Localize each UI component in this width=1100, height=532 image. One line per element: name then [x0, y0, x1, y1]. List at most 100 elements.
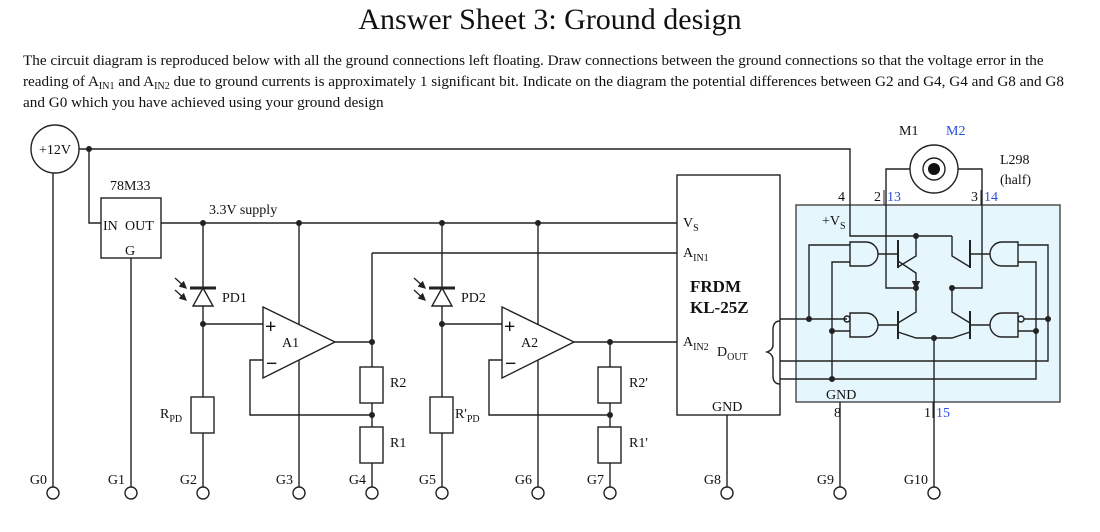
pin-14: 14 — [984, 190, 998, 205]
ground-terminal-circle[interactable] — [124, 486, 138, 500]
pin-15: 15 — [936, 406, 950, 421]
a1-plus: + — [265, 316, 276, 338]
instructions-part2: and A — [114, 73, 155, 90]
r1-prime-label: R1' — [629, 436, 648, 451]
pin-1: 1 — [924, 406, 931, 421]
resistor-r2-prime: R2' — [597, 366, 648, 404]
regulator-g-label: G — [125, 244, 135, 259]
ground-terminal-g0[interactable]: G0 — [30, 473, 60, 500]
ground-label: G7 — [587, 473, 604, 488]
ain1-subscript: IN1 — [98, 81, 115, 92]
resistor-r1: R1 — [359, 426, 406, 464]
mcu-dout-label: DOUT — [717, 345, 748, 363]
a2-plus: + — [504, 316, 515, 338]
ground-terminal-circle[interactable] — [720, 486, 734, 500]
ground-terminal-circle[interactable] — [435, 486, 449, 500]
l298-gnd-label: GND — [826, 388, 856, 403]
regulator-in-label: IN — [103, 219, 118, 234]
resistor-rpd: RPD — [160, 396, 215, 434]
resistor-r1-prime: R1' — [597, 426, 648, 464]
pin-4: 4 — [838, 190, 845, 205]
resistor-r2: R2 — [359, 366, 406, 404]
r2-label: R2 — [390, 376, 406, 391]
ground-terminals: G0 G1 G2 G3 G4 G5 G6 G7 G8 G9 G10 — [30, 473, 941, 500]
motor-m2-label: M2 — [946, 124, 965, 139]
ground-label: G2 — [180, 473, 197, 488]
regulator-78m33: 78M33 IN OUT G — [100, 179, 162, 259]
instructions-part1: The circuit diagram is reproduced below … — [23, 52, 1044, 90]
ground-terminal-g10[interactable]: G10 — [904, 473, 941, 500]
ground-label: G1 — [108, 473, 125, 488]
ground-terminal-circle[interactable] — [196, 486, 210, 500]
a2-minus: − — [505, 353, 516, 375]
resistor-rpd-prime: R'PD — [429, 396, 480, 434]
ground-terminal-circle[interactable] — [46, 486, 60, 500]
regulator-name: 78M33 — [110, 179, 150, 194]
ground-terminal-circle[interactable] — [531, 486, 545, 500]
motor: M1 M2 — [899, 124, 965, 194]
ground-terminal-g1[interactable]: G1 — [108, 473, 138, 500]
mcu-frdm-kl25z: VS AIN1 FRDM KL-25Z AIN2 DOUT GND — [676, 174, 781, 416]
instructions-part3: due to ground currents is approximately … — [23, 73, 1064, 111]
supply-12v-label: +12V — [39, 143, 71, 158]
pd2-label: PD2 — [461, 291, 486, 306]
ground-terminal-circle[interactable] — [833, 486, 847, 500]
supply-3v3-label: 3.3V supply — [209, 203, 277, 218]
a1-minus: − — [266, 353, 277, 375]
pin-3: 3 — [971, 190, 978, 205]
and-gate-bottom-left — [843, 312, 879, 338]
a2-label: A2 — [521, 336, 538, 351]
l298-half: (half) — [1000, 173, 1031, 188]
supply-12v: +12V — [30, 124, 80, 174]
ground-terminal-circle[interactable] — [603, 486, 617, 500]
mcu-gnd-label: GND — [712, 400, 742, 415]
photodiode-pd2: PD2 — [413, 223, 486, 307]
ground-terminal-g7[interactable]: G7 — [587, 473, 617, 500]
ground-terminal-g3[interactable]: G3 — [276, 473, 306, 500]
mcu-name-line2: KL-25Z — [690, 298, 749, 317]
ground-label: G6 — [515, 473, 532, 488]
dout-brace — [764, 320, 781, 385]
and-gate-top-right — [989, 241, 1019, 267]
pd1-label: PD1 — [222, 291, 247, 306]
pin-2: 2 — [874, 190, 881, 205]
rpd-label: RPD — [160, 407, 182, 425]
ground-terminal-circle[interactable] — [365, 486, 379, 500]
mcu-vs-label: VS — [683, 216, 699, 234]
pin-13: 13 — [887, 190, 901, 205]
ground-terminal-g8[interactable]: G8 — [704, 473, 734, 500]
r2-prime-label: R2' — [629, 376, 648, 391]
ground-label: G4 — [349, 473, 366, 488]
instructions-text: The circuit diagram is reproduced below … — [23, 50, 1083, 113]
ground-terminal-g4[interactable]: G4 — [349, 473, 379, 500]
ground-label: G0 — [30, 473, 47, 488]
ground-label: G3 — [276, 473, 293, 488]
ground-terminal-g5[interactable]: G5 — [419, 473, 449, 500]
mcu-name-line1: FRDM — [690, 277, 741, 296]
mcu-ain2-label: AIN2 — [683, 335, 709, 353]
a1-label: A1 — [282, 336, 299, 351]
pin-8: 8 — [834, 406, 841, 421]
l298-vs-label: +VS — [822, 214, 846, 232]
ground-label: G9 — [817, 473, 834, 488]
ain2-subscript: IN2 — [154, 81, 170, 92]
motor-m1-label: M1 — [899, 124, 918, 139]
l298-name: L298 — [1000, 153, 1030, 168]
ground-terminal-g9[interactable]: G9 — [817, 473, 847, 500]
page-title: Answer Sheet 3: Ground design — [358, 3, 742, 36]
ground-label: G10 — [904, 473, 928, 488]
ground-label: G5 — [419, 473, 436, 488]
mcu-ain1-label: AIN1 — [683, 246, 709, 264]
regulator-out-label: OUT — [125, 219, 154, 234]
ground-terminal-circle[interactable] — [292, 486, 306, 500]
r1-label: R1 — [390, 436, 406, 451]
ground-terminal-g6[interactable]: G6 — [515, 473, 545, 500]
photodiode-pd1: PD1 — [174, 223, 247, 307]
and-gate-top-left — [849, 241, 879, 267]
rpd-prime-label: R'PD — [455, 407, 480, 425]
ground-label: G8 — [704, 473, 721, 488]
ground-terminal-circle[interactable] — [927, 486, 941, 500]
ground-terminal-g2[interactable]: G2 — [180, 473, 210, 500]
rail-12v — [79, 148, 866, 237]
